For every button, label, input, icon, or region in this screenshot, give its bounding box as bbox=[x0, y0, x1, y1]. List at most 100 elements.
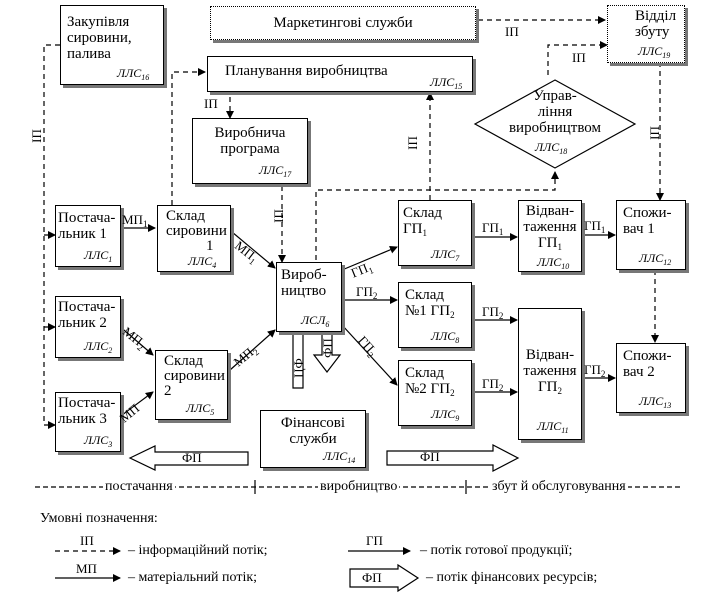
supplier1-code: ЛЛС1 bbox=[84, 248, 113, 264]
prod-mgmt-node: Управ- ління виробництвом ЛЛС18 bbox=[475, 80, 635, 168]
consumer2-label-1: Спожи- bbox=[623, 348, 672, 364]
procurement-box: Закупівля сировини, палива ЛЛС16 bbox=[60, 5, 164, 85]
shipment2-code: ЛЛС11 bbox=[537, 419, 569, 435]
gp-store3-label-1: Склад bbox=[405, 365, 445, 381]
raw-store2-label-1: Склад bbox=[164, 353, 204, 369]
prod-program-box: Виробнича програма ЛЛС17 bbox=[192, 118, 308, 184]
consumer1-label-2: вач 1 bbox=[623, 221, 655, 237]
supplier3-label-1: Постача- bbox=[58, 395, 116, 411]
gp-label-5: ГП2 bbox=[482, 304, 504, 321]
planning-label: Планування виробництва bbox=[225, 63, 388, 79]
raw-store1-box: Склад сировини 1 ЛЛС4 bbox=[157, 205, 231, 272]
legend-financial-text: – потік фінансових ресурсів; bbox=[426, 570, 598, 585]
material-flow-supplier2-store2 bbox=[117, 324, 154, 356]
supplier3-code: ЛЛС3 bbox=[84, 433, 113, 449]
production-label-1: Вироб- bbox=[281, 267, 327, 283]
supplier2-code: ЛЛС2 bbox=[84, 339, 113, 355]
finance-code: ЛЛС14 bbox=[323, 449, 356, 465]
phase-supply: постачання bbox=[103, 479, 175, 495]
marketing-box: Маркетингові служби bbox=[210, 6, 476, 40]
legend-material-text: – матеріальний потік; bbox=[128, 570, 258, 585]
material-label-s1: МП1 bbox=[122, 212, 148, 229]
supplier1-box: Постача- льник 1 ЛЛС1 bbox=[55, 205, 121, 267]
prod-mgmt-diamond bbox=[473, 79, 637, 169]
prod-program-label-2: програма bbox=[220, 141, 280, 157]
gp-store1-label-2: ГП1 bbox=[403, 221, 428, 238]
shipment2-box: Відван- таження ГП2 ЛЛС11 bbox=[518, 308, 582, 440]
gp-label-6: ГП2 bbox=[482, 376, 504, 393]
info-label-mgmt-sales: ІП bbox=[572, 50, 586, 65]
gp-store3-box: Склад №2 ГП2 ЛЛС9 bbox=[398, 360, 472, 426]
phase-production: виробництво bbox=[318, 479, 400, 495]
legend-material-symbol: МП bbox=[76, 561, 97, 576]
info-label-sales-consumer: ІП bbox=[646, 126, 662, 140]
prod-mgmt-label-2: ління bbox=[537, 104, 573, 120]
material-flow-store1-production bbox=[231, 231, 276, 269]
finance-box: Фінансові служби ЛЛС14 bbox=[260, 410, 366, 468]
legend-info-text: – інформаційний потік; bbox=[128, 543, 268, 558]
raw-store2-code: ЛЛС5 bbox=[186, 401, 215, 417]
info-label-marketing: ІП bbox=[505, 24, 519, 39]
raw-store2-label-3: 2 bbox=[164, 383, 172, 399]
consumer1-box: Спожи- вач 1 ЛЛС12 bbox=[616, 200, 686, 270]
info-flow-store-planning bbox=[171, 68, 206, 205]
legend-title: Умовні позначення: bbox=[40, 511, 158, 526]
procurement-code: ЛЛС16 bbox=[117, 66, 150, 82]
gp-flow-production-store3 bbox=[341, 324, 398, 386]
financial-flow-arrow-supply bbox=[128, 445, 249, 471]
prod-program-label-1: Виробнича bbox=[214, 125, 286, 141]
financial-label-sales: ФП bbox=[420, 449, 440, 464]
legend-finished-text: – потік готової продукції; bbox=[420, 543, 573, 558]
consumer2-code: ЛЛС13 bbox=[639, 394, 672, 410]
consumer1-label-1: Спожи- bbox=[623, 205, 672, 221]
gp-store2-label-1: Склад bbox=[405, 287, 445, 303]
prod-program-code: ЛЛС17 bbox=[259, 163, 292, 179]
raw-store1-code: ЛЛС4 bbox=[188, 254, 217, 270]
shipment2-label-2: таження bbox=[523, 363, 577, 379]
prod-mgmt-label-1: Управ- bbox=[533, 88, 577, 104]
gp-store1-label-1: Склад bbox=[403, 205, 443, 221]
legend-financial-symbol: ФП bbox=[362, 570, 382, 585]
gp-store2-label-2: №1 ГП2 bbox=[405, 303, 455, 320]
material-flow-store2-production bbox=[229, 329, 276, 371]
raw-store1-label-3: 1 bbox=[206, 238, 214, 254]
raw-store1-label-2: сировини bbox=[166, 223, 227, 239]
gp-flow-production-store1 bbox=[341, 246, 398, 271]
gp-store2-code: ЛЛС8 bbox=[431, 329, 460, 345]
info-flow-production-mgmt bbox=[315, 171, 559, 260]
supplier3-label-2: льник 3 bbox=[58, 411, 107, 427]
legend-financial-arrow bbox=[349, 563, 420, 593]
gp-label-2: ГП2 bbox=[356, 284, 378, 301]
raw-store2-label-2: сировини bbox=[164, 368, 225, 384]
consumer1-code: ЛЛС12 bbox=[639, 251, 672, 267]
supplier2-label-2: льник 2 bbox=[58, 315, 107, 331]
planning-box: Планування виробництва ЛЛС15 bbox=[207, 56, 473, 92]
info-label-program-production: ІП bbox=[270, 209, 286, 223]
production-code: ЛСЛ6 bbox=[301, 313, 330, 329]
gp-store3-code: ЛЛС9 bbox=[431, 407, 460, 423]
sales-dept-label-1: Відділ bbox=[635, 8, 677, 24]
sales-dept-box: Відділ збуту ЛЛС19 bbox=[607, 5, 685, 63]
phase-sales: збут й обслуговування bbox=[490, 479, 628, 495]
consumer2-label-2: вач 2 bbox=[623, 364, 655, 380]
financial-label-down: ФП bbox=[319, 338, 335, 358]
financial-flow-arrow-sales bbox=[386, 444, 520, 472]
gp-label-8: ГП2 bbox=[584, 362, 606, 379]
gp-label-7: ГП1 bbox=[584, 218, 606, 235]
financial-flow-arrow-down bbox=[312, 331, 342, 373]
material-flow-supplier3-store2 bbox=[117, 391, 154, 419]
financial-label-supply: ФП bbox=[182, 450, 202, 465]
prod-mgmt-code: ЛЛС18 bbox=[535, 140, 568, 156]
finance-label-1: Фінансові bbox=[280, 415, 346, 431]
shipment2-label-3: ГП2 bbox=[537, 379, 562, 396]
shipment1-code: ЛЛС10 bbox=[537, 255, 570, 271]
supplier2-box: Постача- льник 2 ЛЛС2 bbox=[55, 296, 121, 358]
gp-store1-box: Склад ГП1 ЛЛС7 bbox=[398, 200, 472, 266]
raw-store1-label-1: Склад bbox=[166, 208, 206, 224]
marketing-label: Маркетингові служби bbox=[273, 15, 413, 31]
supplier2-label-1: Постача- bbox=[58, 299, 116, 315]
shipment1-box: Відван- таження ГП1 ЛЛС10 bbox=[518, 200, 582, 272]
sales-dept-code: ЛЛС19 bbox=[638, 44, 671, 60]
